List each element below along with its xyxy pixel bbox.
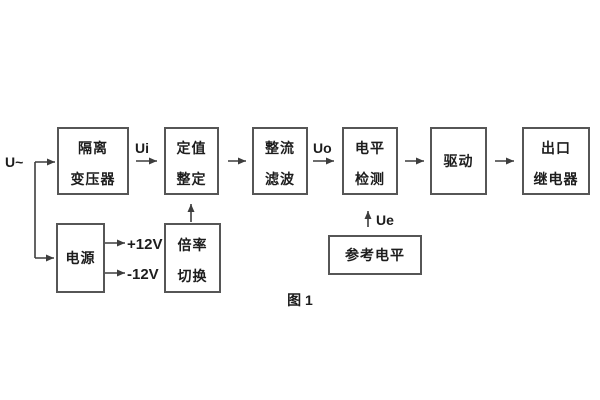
block-ratio-switch-line1: 倍率 [177, 236, 208, 253]
block-isolation-transformer-line2: 变压器 [70, 170, 116, 187]
label-ui: Ui [135, 140, 149, 156]
block-reference-level: 参考电平 [328, 235, 422, 275]
block-isolation-transformer: 隔离 变压器 [57, 127, 129, 195]
block-output-relay-line1: 出口 [541, 139, 571, 156]
block-output-relay-line2: 继电器 [533, 170, 579, 187]
block-drive-line1: 驱动 [443, 152, 474, 169]
block-ratio-switch: 倍率 切换 [164, 223, 221, 293]
block-rectify-filter: 整流 滤波 [252, 127, 308, 195]
block-drive: 驱动 [430, 127, 487, 195]
block-rectify-filter-line1: 整流 [265, 139, 295, 156]
block-ratio-switch-line2: 切换 [177, 267, 208, 284]
block-isolation-transformer-line1: 隔离 [78, 139, 108, 156]
figure-caption: 图 1 [287, 292, 313, 308]
label-uo: Uo [313, 140, 332, 156]
label-rail-negative: -12V [127, 266, 159, 283]
block-setpoint-adjust-line1: 定值 [176, 139, 207, 156]
block-power-supply-line1: 电源 [65, 249, 96, 266]
block-power-supply: 电源 [56, 223, 105, 293]
label-rail-positive: +12V [127, 236, 163, 253]
block-setpoint-adjust-line2: 整定 [176, 170, 207, 187]
label-input-voltage: U~ [5, 154, 24, 170]
block-level-detect: 电平 检测 [342, 127, 398, 195]
label-ue: Ue [376, 212, 394, 228]
block-setpoint-adjust: 定值 整定 [164, 127, 219, 195]
block-output-relay: 出口 继电器 [522, 127, 590, 195]
block-reference-level-line1: 参考电平 [345, 246, 405, 263]
block-rectify-filter-line2: 滤波 [265, 170, 295, 187]
block-level-detect-line2: 检测 [355, 170, 385, 187]
block-level-detect-line1: 电平 [355, 139, 385, 156]
